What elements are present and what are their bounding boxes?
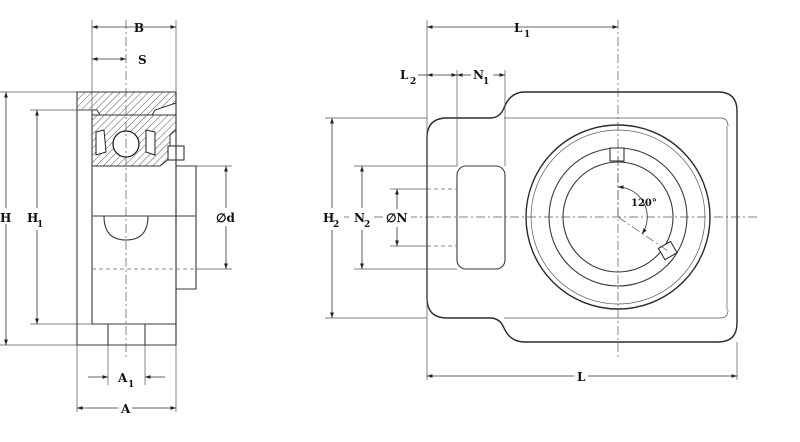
dim-H1-label: H bbox=[27, 211, 38, 225]
bearing-seal-right bbox=[145, 129, 156, 156]
dim-A-label: A bbox=[120, 402, 131, 416]
dim-N-label: ∅N bbox=[386, 211, 407, 225]
dim-A1-label: A bbox=[117, 371, 128, 385]
label-bg bbox=[0, 208, 12, 224]
dim-B-label: B bbox=[134, 21, 144, 35]
dim-N1-subscript: 1 bbox=[483, 77, 489, 87]
set-screw-angled bbox=[657, 240, 678, 261]
dim-L1-label: L bbox=[514, 21, 523, 35]
label-bg bbox=[385, 209, 411, 227]
dim-H2-subscript: 2 bbox=[333, 220, 339, 230]
dim-H1-subscript: 1 bbox=[37, 220, 43, 230]
dim-N2-subscript: 2 bbox=[364, 220, 370, 230]
dim-L2-label: L bbox=[400, 68, 409, 82]
angle-arc bbox=[617, 185, 648, 235]
label-bg bbox=[574, 368, 588, 384]
front-view: 120° L 1 L 2 N 1 H 2 bbox=[322, 20, 760, 384]
dim-L1-subscript: 1 bbox=[524, 30, 530, 40]
base-slot bbox=[107, 324, 146, 345]
bore-arc bbox=[103, 215, 149, 241]
dim-S-label: S bbox=[138, 53, 147, 67]
side-view: B S H H 1 ∅d A 1 A bbox=[0, 20, 238, 416]
label-bg bbox=[26, 208, 46, 230]
label-bg bbox=[471, 66, 493, 86]
set-screw-top bbox=[609, 147, 625, 162]
dim-H-label: H bbox=[0, 211, 11, 225]
dim-A1-subscript: 1 bbox=[128, 380, 134, 390]
label-bg bbox=[352, 208, 374, 230]
dim-d-label: ∅d bbox=[216, 211, 235, 225]
label-bg bbox=[118, 400, 132, 416]
dim-N2-label: N bbox=[354, 211, 365, 225]
label-bg bbox=[322, 208, 344, 230]
label-bg bbox=[214, 208, 238, 226]
angle-line bbox=[617, 216, 669, 252]
shaft-outline bbox=[176, 165, 197, 290]
dim-L-label: L bbox=[577, 370, 586, 384]
dim-H2-label: H bbox=[323, 211, 334, 225]
angle-label: 120° bbox=[631, 198, 657, 209]
dim-L2-subscript: 2 bbox=[410, 77, 416, 87]
slot bbox=[456, 165, 506, 270]
body-inner-line bbox=[504, 117, 729, 319]
bearing-seal-left bbox=[95, 129, 107, 156]
housing-body bbox=[426, 91, 738, 343]
dim-N1-label: N bbox=[473, 68, 484, 82]
